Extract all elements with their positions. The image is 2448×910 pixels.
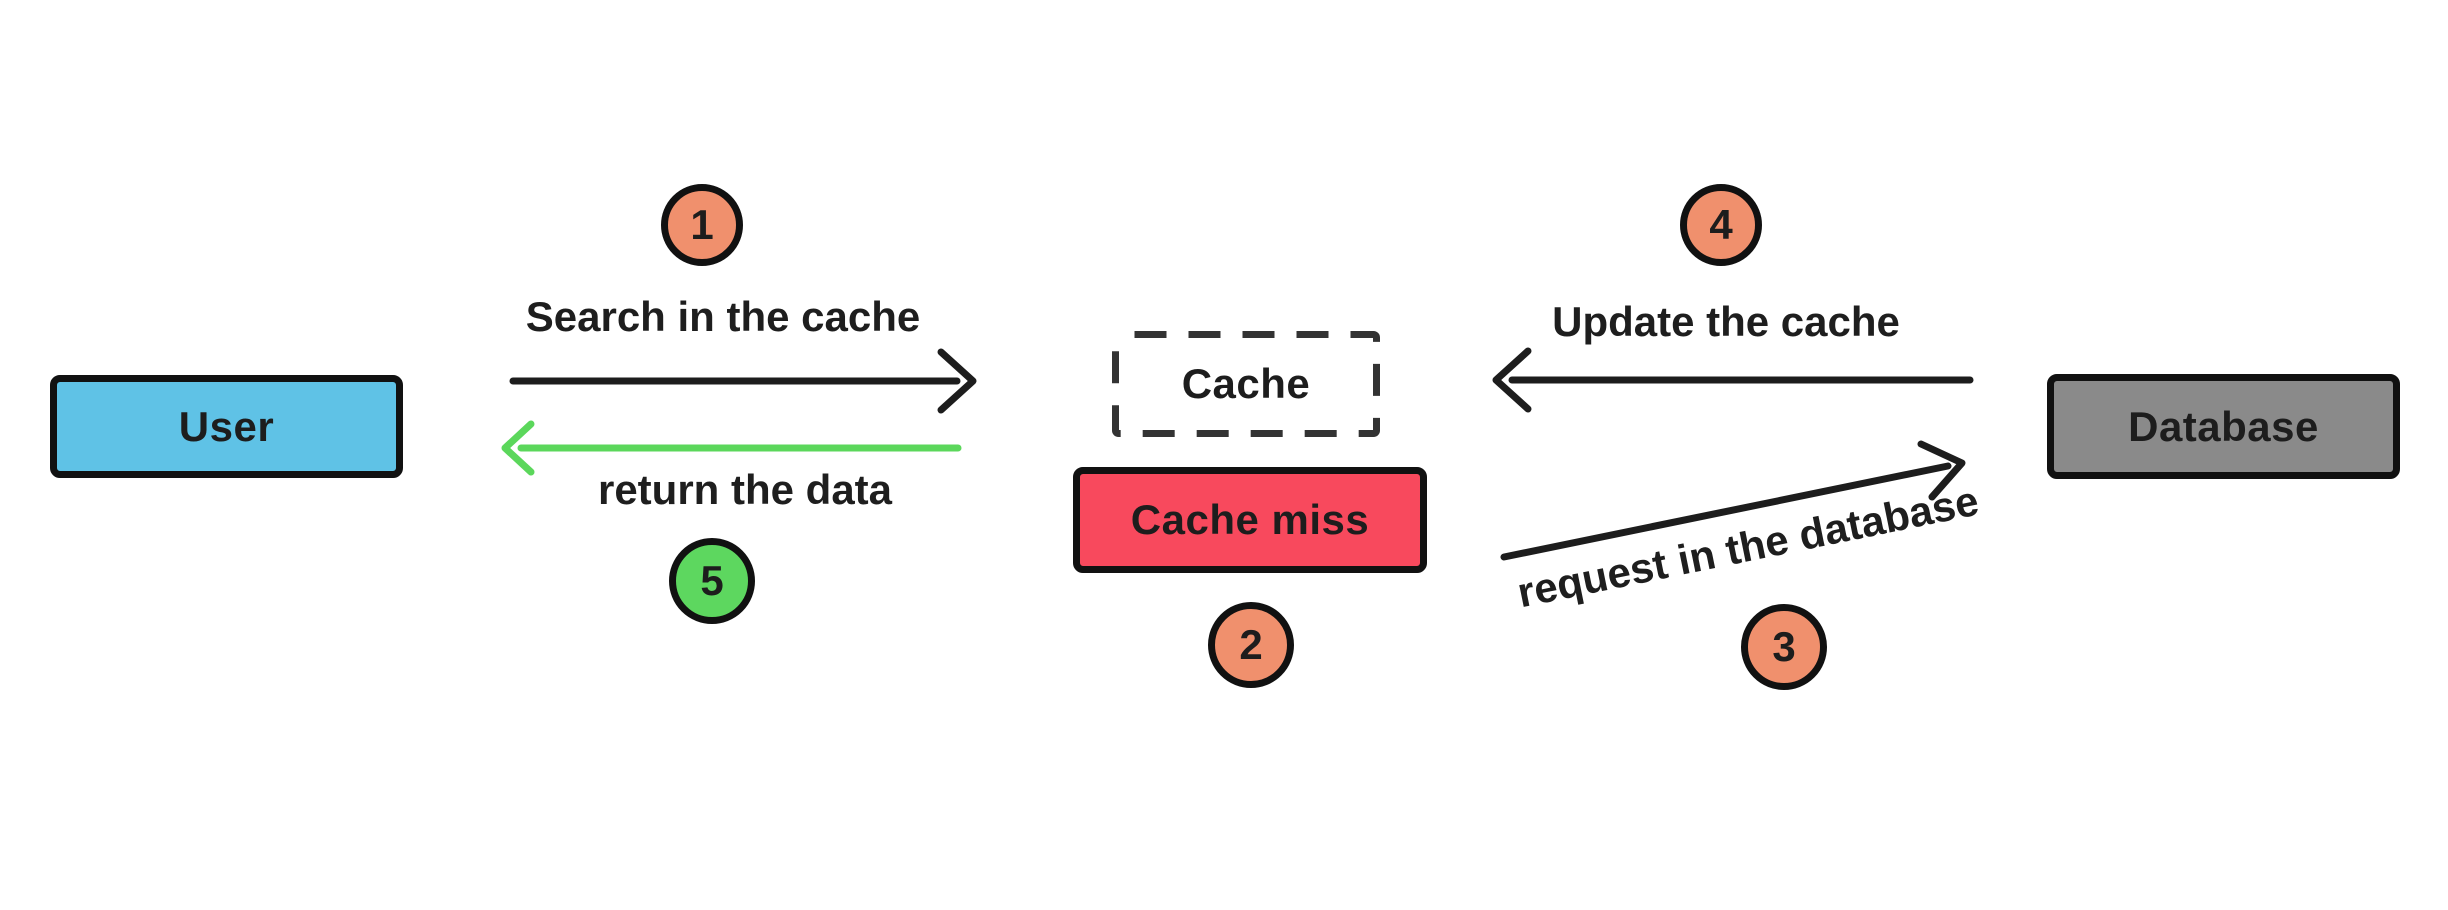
update-arrow-head: [1492, 347, 1532, 413]
node-cache: Cache: [1112, 331, 1380, 437]
step-badge-5-number: 5: [700, 557, 724, 604]
node-cache-miss-label: Cache miss: [1130, 496, 1370, 543]
search-arrow-head: [937, 348, 977, 414]
step-badge-3-number: 3: [1772, 623, 1796, 670]
node-database-label: Database: [2128, 402, 2319, 450]
node-user-label: User: [178, 402, 275, 450]
edge-label-search-in-the-cache: Search in the cache: [525, 293, 921, 340]
step-badge-2: 2: [1208, 602, 1294, 688]
step-badge-5: 5: [669, 538, 755, 624]
edge-label-request-in-the-database: request in the database: [1513, 476, 1983, 617]
node-cache-miss: Cache miss: [1073, 467, 1427, 573]
search-arrow: [509, 348, 977, 414]
step-badge-4-number: 4: [1709, 201, 1733, 248]
step-badge-1-number: 1: [690, 201, 714, 248]
update-arrow: [1492, 347, 1974, 413]
edge-label-update-the-cache: Update the cache: [1552, 298, 1900, 345]
node-database: Database: [2047, 374, 2400, 479]
step-badge-3: 3: [1741, 604, 1827, 690]
return-arrow: [501, 420, 962, 476]
step-badge-1: 1: [661, 184, 743, 266]
node-cache-label: Cache: [1181, 360, 1311, 407]
return-arrow-head: [501, 420, 535, 476]
node-user: User: [50, 375, 403, 478]
step-badge-4: 4: [1680, 184, 1762, 266]
step-badge-2-number: 2: [1239, 621, 1263, 668]
edge-label-return-the-data: return the data: [597, 466, 893, 513]
